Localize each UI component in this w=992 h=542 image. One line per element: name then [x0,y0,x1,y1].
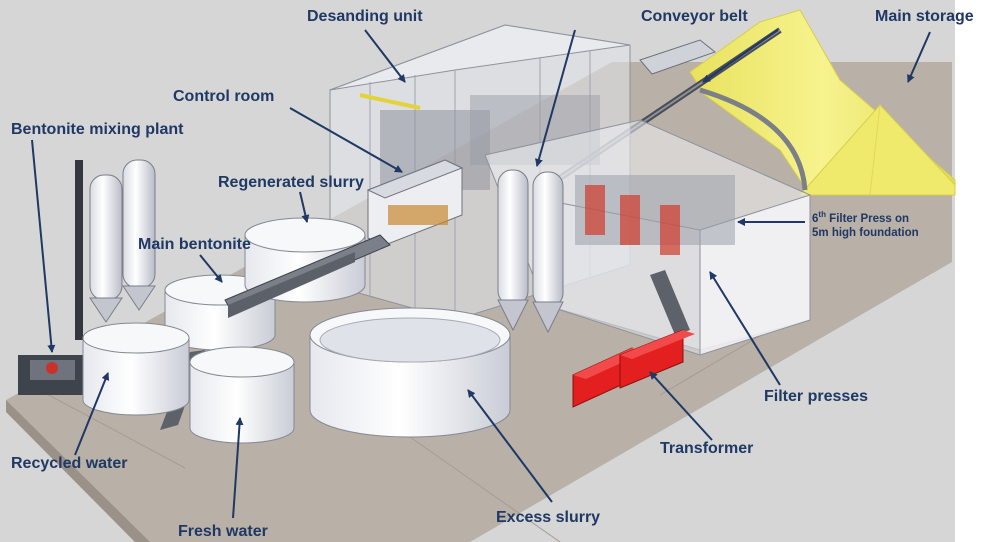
leader-lines [31,29,931,519]
label-main-storage: Main storage [875,8,974,25]
fresh-water-tank [189,346,295,444]
control-room [366,159,464,246]
leader-desanding-unit-2 [535,29,576,167]
label-desanding-unit: Desanding unit [307,8,423,25]
leader-recycled-water [74,372,110,456]
bentonite-silos [75,159,156,340]
label-recycled-water: Recycled water [11,455,128,472]
label-main-bentonite: Main bentonite [138,236,251,253]
label-fresh-water: Fresh water [178,523,268,540]
leader-desanding-unit [364,29,406,83]
label-sixth-prefix: 6 [812,212,819,225]
ground-slab-edge [6,400,150,542]
leader-conveyor-belt [702,29,779,83]
ground-joint [399,429,561,542]
filter-press-silos [497,169,564,334]
label-bentonite-mixing-plant: Bentonite mixing plant [11,121,184,138]
right-margin [955,0,992,542]
label-sixth-filter-press-line1: 6th Filter Press on [812,210,919,226]
leader-excess-slurry [467,389,553,503]
mixing-plant-equipment [18,355,86,395]
label-sixth-filter-press: 6th Filter Press on 5m high foundation [812,210,919,241]
label-sixth-filter-press-line2: 5m high foundation [812,227,919,240]
leader-control-room [289,107,403,173]
label-filter-presses: Filter presses [764,388,869,405]
label-control-room: Control room [173,88,275,105]
excess-slurry-tank [309,307,511,438]
leader-main-storage [907,31,931,83]
main-storage-pile [689,9,956,196]
leader-transformer [649,371,713,441]
ground-joint [29,384,186,469]
label-sixth-sup: th [818,210,826,219]
recycled-water-tank [82,322,190,416]
label-conveyor-belt: Conveyor belt [641,8,748,25]
leader-fresh-water [232,417,244,519]
label-regenerated-slurry: Regenerated slurry [218,174,364,191]
label-excess-slurry: Excess slurry [496,509,601,526]
label-transformer: Transformer [660,440,754,457]
label-sixth-line1-rest: Filter Press on [825,212,910,225]
leader-filter-presses [709,271,781,386]
leader-main-bentonite [199,254,223,283]
filter-press-building [484,119,811,356]
leader-regenerated-slurry [299,191,310,223]
transformer-units [572,329,695,408]
storage-retaining-wall [699,87,808,191]
leader-bentonite-mixing-plant [31,139,56,353]
